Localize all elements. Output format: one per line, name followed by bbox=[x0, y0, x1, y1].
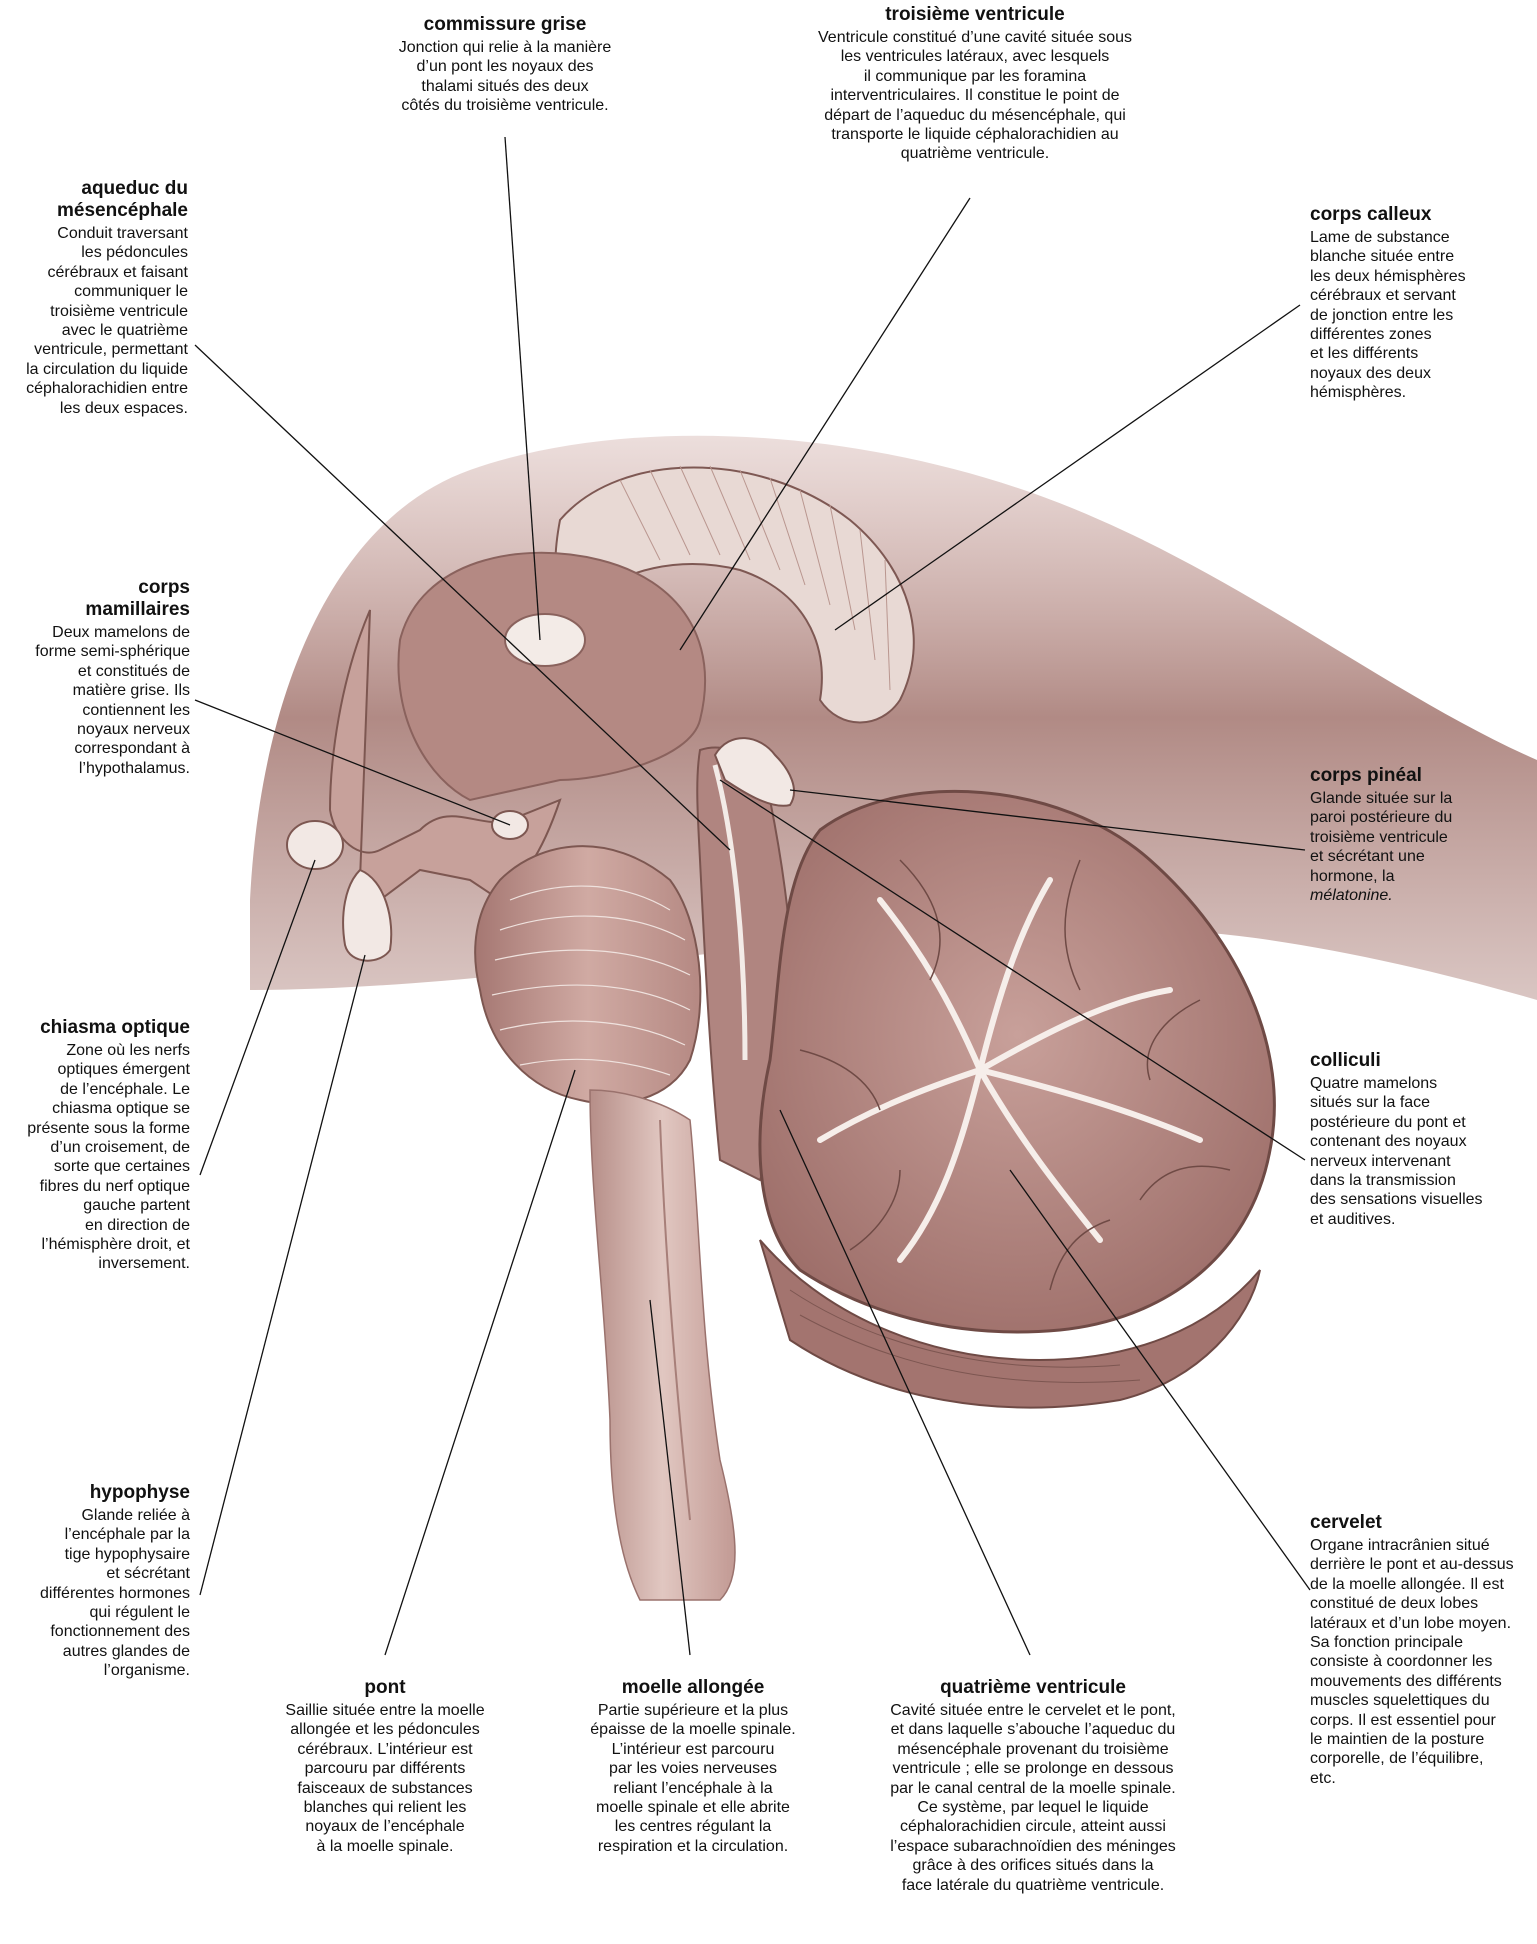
label-text: Organe intracrânien situé derrière le po… bbox=[1310, 1536, 1535, 1788]
label-aqueduc: aqueduc du mésencéphale Conduit traversa… bbox=[0, 178, 188, 418]
pons bbox=[475, 846, 700, 1103]
label-text: Cavité située entre le cervelet et le po… bbox=[868, 1701, 1198, 1895]
label-quatrieme: quatrième ventricule Cavité située entre… bbox=[868, 1677, 1198, 1895]
label-text: Zone où les nerfs optiques émergent de l… bbox=[0, 1041, 190, 1274]
label-text: Conduit traversant les pédoncules cérébr… bbox=[0, 224, 188, 418]
label-text: Quatre mamelons situés sur la face posté… bbox=[1310, 1074, 1530, 1229]
leader-pont bbox=[385, 1070, 575, 1655]
label-chiasma: chiasma optique Zone où les nerfs optiqu… bbox=[0, 1017, 190, 1274]
label-hypophyse: hypophyse Glande reliée à l’encéphale pa… bbox=[0, 1482, 190, 1681]
label-corps-calleux: corps calleux Lame de substance blanche … bbox=[1310, 204, 1530, 403]
label-troisieme-ventricule: troisième ventricule Ventricule constitu… bbox=[790, 4, 1160, 164]
label-text: Glande reliée à l’encéphale par la tige … bbox=[0, 1506, 190, 1681]
label-text: Ventricule constitué d’une cavité située… bbox=[790, 28, 1160, 164]
label-pont: pont Saillie située entre la moelle allo… bbox=[265, 1677, 505, 1856]
label-title: cervelet bbox=[1310, 1512, 1535, 1534]
label-moelle: moelle allongée Partie supérieure et la … bbox=[568, 1677, 818, 1856]
label-title: commissure grise bbox=[360, 14, 650, 36]
label-title: hypophyse bbox=[0, 1482, 190, 1504]
label-text: Jonction qui relie à la manière d’un pon… bbox=[360, 38, 650, 116]
label-title: corps calleux bbox=[1310, 204, 1530, 226]
label-title: troisième ventricule bbox=[790, 4, 1160, 26]
label-text: Partie supérieure et la plus épaisse de … bbox=[568, 1701, 818, 1856]
label-text: Glande située sur la paroi postérieure d… bbox=[1310, 789, 1530, 886]
label-colliculi: colliculi Quatre mamelons situés sur la … bbox=[1310, 1050, 1530, 1229]
label-text: Lame de substance blanche située entre l… bbox=[1310, 228, 1530, 403]
label-text: Saillie située entre la moelle allongée … bbox=[265, 1701, 505, 1856]
label-title: moelle allongée bbox=[568, 1677, 818, 1699]
label-text: Deux mamelons de forme semi-sphérique et… bbox=[0, 623, 190, 778]
label-emphasis: mélatonine. bbox=[1310, 886, 1530, 905]
label-corps-mamillaires: corps mamillaires Deux mamelons de forme… bbox=[0, 577, 190, 778]
label-title: colliculi bbox=[1310, 1050, 1530, 1072]
label-commissure-grise: commissure grise Jonction qui relie à la… bbox=[360, 14, 650, 116]
label-title: corps pinéal bbox=[1310, 765, 1530, 787]
label-title: corps mamillaires bbox=[0, 577, 190, 621]
label-title: quatrième ventricule bbox=[868, 1677, 1198, 1699]
leader-hypophyse bbox=[200, 955, 365, 1595]
label-corps-pineal: corps pinéal Glande située sur la paroi … bbox=[1310, 765, 1530, 905]
interthalamic-adhesion bbox=[505, 614, 585, 666]
label-title: aqueduc du mésencéphale bbox=[0, 178, 188, 222]
label-title: pont bbox=[265, 1677, 505, 1699]
label-title: chiasma optique bbox=[0, 1017, 190, 1039]
label-cervelet: cervelet Organe intracrânien situé derri… bbox=[1310, 1512, 1535, 1788]
